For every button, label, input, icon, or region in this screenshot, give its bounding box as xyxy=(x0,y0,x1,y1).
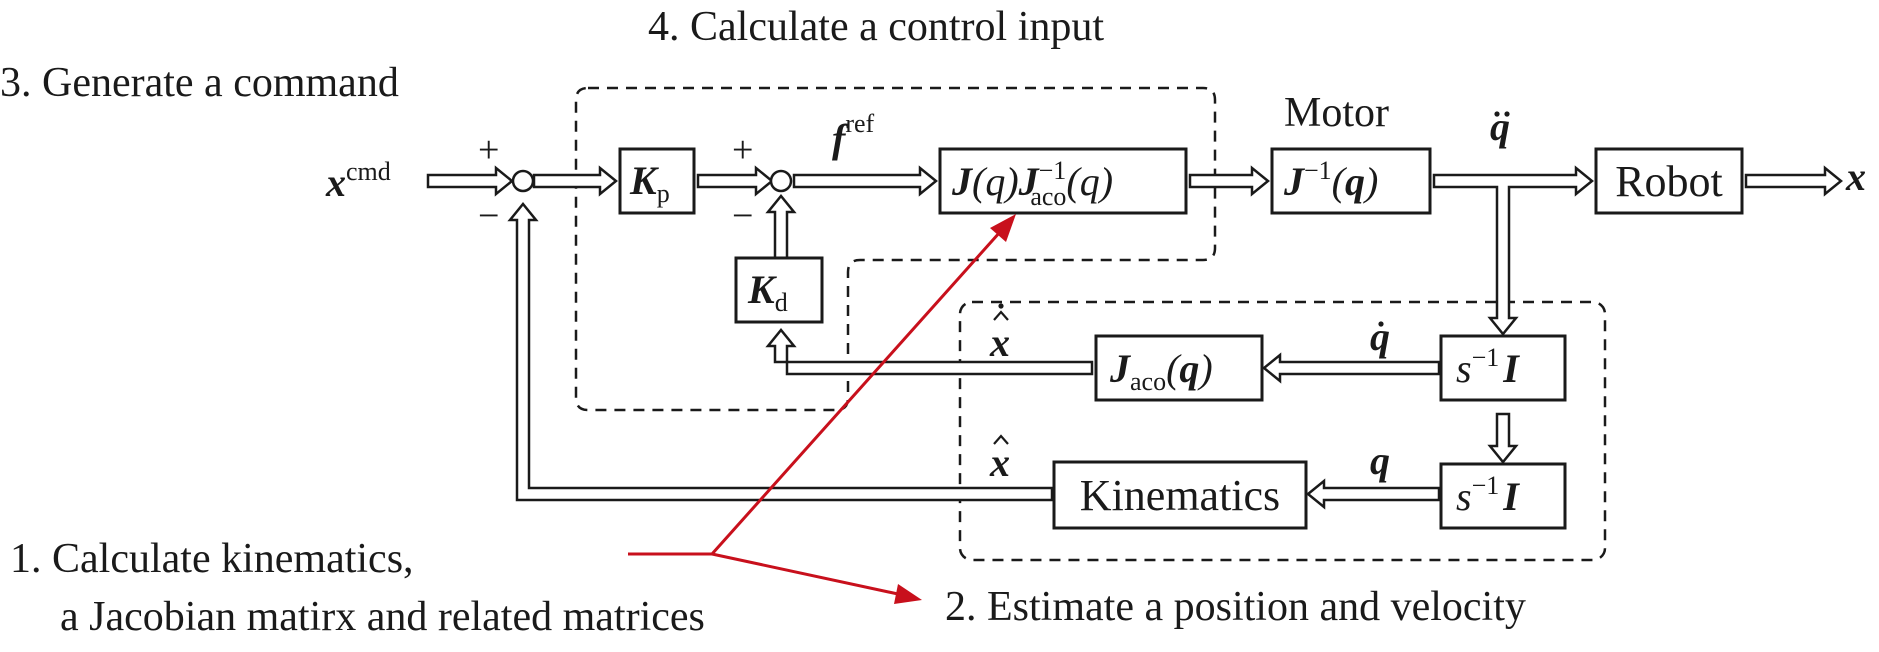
sum1-plus-sign: + xyxy=(478,129,499,171)
jaco-block: Jaco(q) xyxy=(1094,334,1264,402)
step1-label-line2: a Jacobian matirx and related matrices xyxy=(60,594,705,640)
control-input-region xyxy=(574,86,1217,412)
arrow-sum2-to-jjaco xyxy=(792,165,938,197)
sum-junction-1 xyxy=(511,169,535,193)
step4-label: 4. Calculate a control input xyxy=(648,4,1104,50)
motor-label: Motor xyxy=(1284,90,1389,136)
arrow-jjaco-to-jinv xyxy=(1188,165,1270,197)
pointer-head-estimation xyxy=(894,584,922,604)
svg-text:x: x xyxy=(989,440,1010,485)
step1-label-line1: 1. Calculate kinematics, xyxy=(10,536,414,582)
pointer-lines xyxy=(628,214,1016,604)
arrow-sum1-to-kp xyxy=(532,165,618,197)
step2-label: 2. Estimate a position and velocity xyxy=(945,584,1526,630)
kinematics-block: Kinematics xyxy=(1052,460,1308,530)
arrow-int2-to-kinematics xyxy=(1306,478,1441,510)
svg-text:x: x xyxy=(989,320,1010,365)
arrow-kp-to-sum2 xyxy=(696,165,774,197)
svg-text:Jaco(q): Jaco(q) xyxy=(1109,346,1213,396)
signal-x-output: x xyxy=(1845,154,1866,199)
svg-text:q: q xyxy=(1370,314,1390,359)
signal-qdot: q xyxy=(1370,314,1390,359)
estimation-region xyxy=(958,300,1607,562)
arrow-jinv-to-robot-branch xyxy=(1432,165,1594,336)
signal-xcmd: xcmd xyxy=(325,157,391,205)
arrow-xcmd-to-sum1 xyxy=(426,165,514,197)
step3-label: 3. Generate a command xyxy=(0,60,399,106)
pointer-head-jacobian xyxy=(990,214,1016,242)
signal-q: q xyxy=(1370,438,1390,483)
sum2-minus-sign: − xyxy=(732,195,753,237)
kp-block: Kp xyxy=(618,147,696,215)
svg-text:Kp: Kp xyxy=(629,158,670,208)
arrow-robot-to-x xyxy=(1744,165,1843,197)
signal-qddot: q xyxy=(1490,104,1510,149)
kd-block: Kd xyxy=(734,256,824,324)
signal-arrows xyxy=(426,165,1843,510)
sum-junction-2 xyxy=(769,169,793,193)
arrow-kinematics-to-sum1 xyxy=(507,202,1054,502)
svg-text:q: q xyxy=(1490,104,1510,149)
signal-xhat: x xyxy=(989,434,1010,485)
arrow-jaco-to-kd xyxy=(765,328,1094,376)
inverse-jacobian-block: J−1(q) xyxy=(1270,147,1432,215)
svg-text:s−1I: s−1I xyxy=(1456,343,1520,391)
svg-text:Kinematics: Kinematics xyxy=(1080,471,1280,520)
signal-xhat-dot: x xyxy=(989,303,1010,365)
signal-fref: fref xyxy=(832,109,875,161)
sum1-minus-sign: − xyxy=(478,195,499,237)
svg-text:J−1(q): J−1(q) xyxy=(1283,156,1378,204)
pointer-to-estimation xyxy=(711,552,899,596)
pointer-to-jacobian xyxy=(710,231,1002,555)
arrow-int1-to-int2 xyxy=(1487,412,1519,464)
svg-text:Robot: Robot xyxy=(1615,157,1723,206)
svg-text:s−1I: s−1I xyxy=(1456,471,1520,519)
robot-block: Robot xyxy=(1594,147,1744,215)
svg-text:Kd: Kd xyxy=(747,267,788,317)
sum2-plus-sign: + xyxy=(732,129,753,171)
arrow-kd-to-sum2 xyxy=(765,194,797,260)
arrow-int1-to-jaco xyxy=(1262,352,1441,384)
